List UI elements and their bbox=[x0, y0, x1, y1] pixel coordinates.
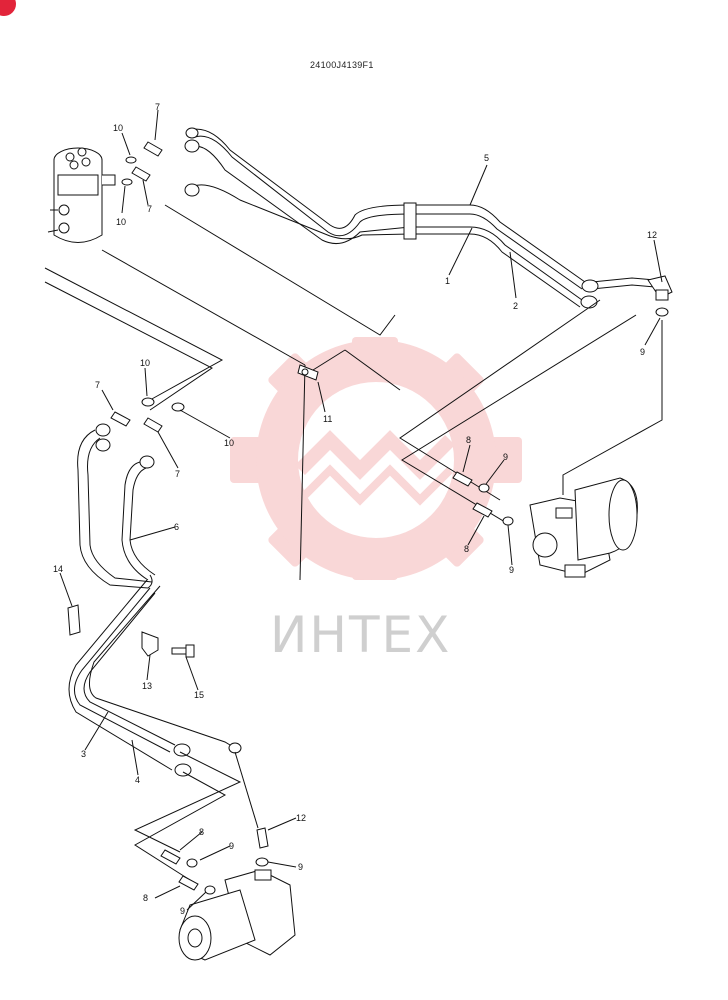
watermark-text: ИНТЕХ bbox=[270, 606, 451, 664]
callout-9-right2: 9 bbox=[509, 565, 514, 575]
callout-10-mid2: 10 bbox=[224, 438, 234, 448]
callout-15: 15 bbox=[194, 690, 204, 700]
callout-4: 4 bbox=[135, 775, 140, 785]
clamp-14 bbox=[67, 604, 81, 636]
callout-12-upper: 12 bbox=[647, 230, 657, 240]
projection-lines-lower bbox=[133, 751, 259, 881]
elbow-fitting-12-upper bbox=[647, 275, 673, 301]
callout-7-top2: 7 bbox=[147, 204, 152, 214]
watermark-gear-icon bbox=[230, 337, 522, 580]
callout-11: 11 bbox=[323, 414, 332, 424]
corner-badge bbox=[0, 0, 16, 16]
fitting-7-top bbox=[121, 141, 163, 186]
callout-labels: 5 1 2 12 9 7 10 10 7 10 7 10 7 11 6 8 9 … bbox=[53, 102, 657, 916]
callout-9-right: 9 bbox=[503, 452, 508, 462]
callout-12-lower: 12 bbox=[296, 813, 306, 823]
callout-9-upper: 9 bbox=[640, 347, 645, 357]
callout-7-mid: 7 bbox=[95, 380, 100, 390]
bolt-15 bbox=[171, 644, 195, 658]
fittings-8-right bbox=[452, 307, 669, 526]
callout-2: 2 bbox=[513, 301, 518, 311]
callout-7-top: 7 bbox=[155, 102, 160, 112]
hydraulic-motor-right bbox=[529, 477, 638, 578]
fitting-7-mid bbox=[110, 397, 185, 433]
callout-7-mid2: 7 bbox=[175, 469, 180, 479]
middle-tube-bundle bbox=[68, 423, 242, 777]
callout-8-right: 8 bbox=[466, 435, 471, 445]
fittings-lower bbox=[160, 827, 269, 895]
hydraulic-motor-bottom bbox=[178, 869, 296, 961]
clamp-13 bbox=[141, 631, 159, 657]
callout-8-right2: 8 bbox=[464, 544, 469, 554]
callout-6: 6 bbox=[174, 522, 179, 532]
callout-1: 1 bbox=[445, 276, 450, 286]
callout-10-top2: 10 bbox=[116, 217, 126, 227]
drawing-code: 24100J4139F1 bbox=[310, 60, 374, 70]
steering-valve bbox=[47, 147, 116, 243]
callout-9-bottom3: 9 bbox=[180, 906, 185, 916]
fitting-11 bbox=[297, 364, 319, 381]
callout-8-bottom: 8 bbox=[199, 827, 204, 837]
callout-14: 14 bbox=[53, 564, 63, 574]
callout-13: 13 bbox=[142, 681, 152, 691]
callout-10-top: 10 bbox=[113, 123, 123, 133]
callout-3: 3 bbox=[81, 749, 86, 759]
projection-lines-upper bbox=[44, 204, 663, 581]
callout-10-mid: 10 bbox=[140, 358, 150, 368]
callout-leaders bbox=[59, 109, 663, 911]
upper-tube-bundle bbox=[184, 127, 656, 309]
callout-9-bottom2: 9 bbox=[298, 862, 303, 872]
callout-9-bottom: 9 bbox=[229, 841, 234, 851]
callout-5: 5 bbox=[484, 153, 489, 163]
callout-8-bottom2: 8 bbox=[143, 893, 148, 903]
